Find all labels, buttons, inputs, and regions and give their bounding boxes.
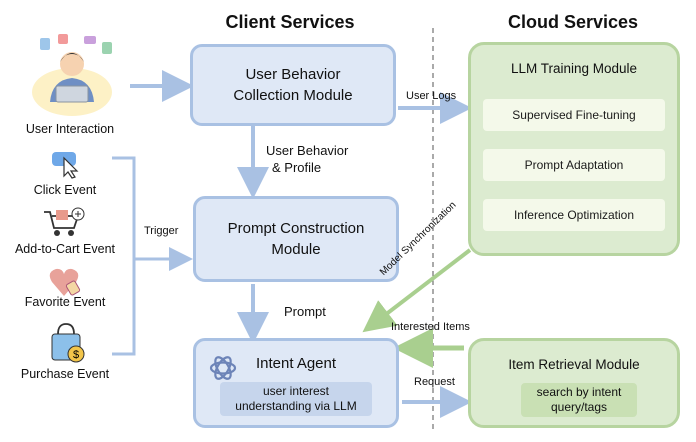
- cloud-services-header: Cloud Services: [507, 12, 639, 32]
- intent-agent-title: Intent Agent: [255, 355, 337, 372]
- user-with-laptop-icon: [32, 34, 112, 116]
- click-event-icon: [50, 150, 84, 180]
- arrow-model-sync: [362, 248, 472, 333]
- trigger-label: Trigger: [144, 225, 179, 237]
- openai-logo-icon: [208, 353, 238, 383]
- add-to-cart-event-label: Add-to-Cart Event: [14, 242, 116, 256]
- prompt-adaptation-item: Prompt Adaptation: [483, 149, 665, 181]
- supervised-fine-tuning-item: Supervised Fine-tuning: [483, 99, 665, 131]
- profile-label: & Profile: [272, 160, 322, 175]
- llm-training-title: LLM Training Module: [510, 61, 638, 76]
- shopping-cart-icon: [42, 206, 86, 238]
- client-services-header: Client Services: [225, 12, 355, 32]
- item-retrieval-title: Item Retrieval Module: [508, 357, 640, 372]
- click-event-label: Click Event: [33, 183, 97, 197]
- svg-text:$: $: [73, 349, 79, 361]
- request-label: Request: [414, 376, 455, 388]
- heart-tag-icon: [48, 266, 84, 298]
- favorite-event-label: Favorite Event: [24, 295, 106, 309]
- inference-optimization-item: Inference Optimization: [483, 199, 665, 231]
- item-retrieval-subtitle: search by intent query/tags: [521, 383, 637, 417]
- intent-agent-module: Intent Agent user interest understanding…: [193, 338, 399, 428]
- llm-training-module: LLM Training Module Supervised Fine-tuni…: [468, 42, 680, 256]
- user-illustration: [22, 32, 122, 116]
- user-behavior-label: User Behavior: [266, 143, 349, 158]
- shopping-bag-icon: $: [48, 322, 88, 364]
- intent-agent-subtitle: user interest understanding via LLM: [220, 382, 372, 416]
- trigger-bracket: [112, 156, 136, 356]
- user-logs-label: User Logs: [406, 90, 457, 102]
- user-interaction-label: User Interaction: [25, 122, 115, 136]
- user-behavior-collection-module: User Behavior Collection Module: [190, 44, 396, 126]
- item-retrieval-module: Item Retrieval Module search by intent q…: [468, 338, 680, 428]
- purchase-event-label: Purchase Event: [20, 367, 110, 381]
- prompt-construction-module: Prompt Construction Module: [193, 196, 399, 282]
- interested-items-label: Interested Items: [391, 321, 470, 333]
- prompt-edge-label: Prompt: [284, 304, 326, 319]
